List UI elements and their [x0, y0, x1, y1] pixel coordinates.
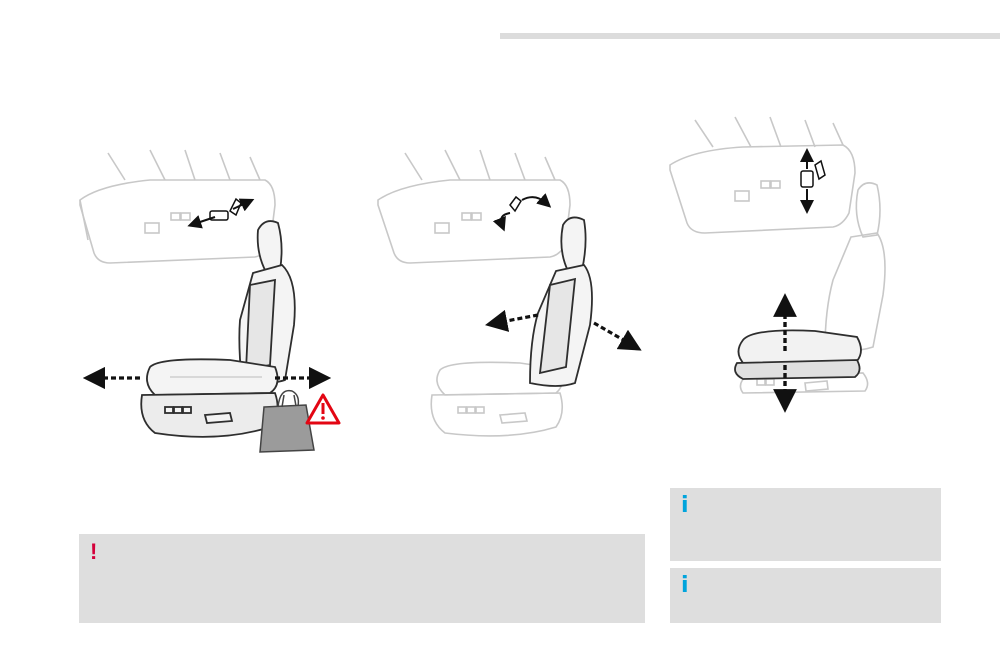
info-note-box: i	[670, 568, 941, 623]
exclamation-icon: !	[90, 539, 98, 564]
info-icon: i	[681, 573, 689, 598]
header-accent-bar	[500, 33, 1000, 39]
info-note-box: i	[670, 488, 941, 561]
warning-triangle-icon	[305, 393, 341, 425]
warning-note-box: !	[79, 534, 645, 623]
seat-height-adjust-illustration	[665, 115, 905, 415]
info-icon: i	[681, 493, 689, 518]
seat-backrest-recline-illustration	[370, 145, 642, 445]
seat-longitudinal-adjust-illustration	[70, 145, 360, 465]
